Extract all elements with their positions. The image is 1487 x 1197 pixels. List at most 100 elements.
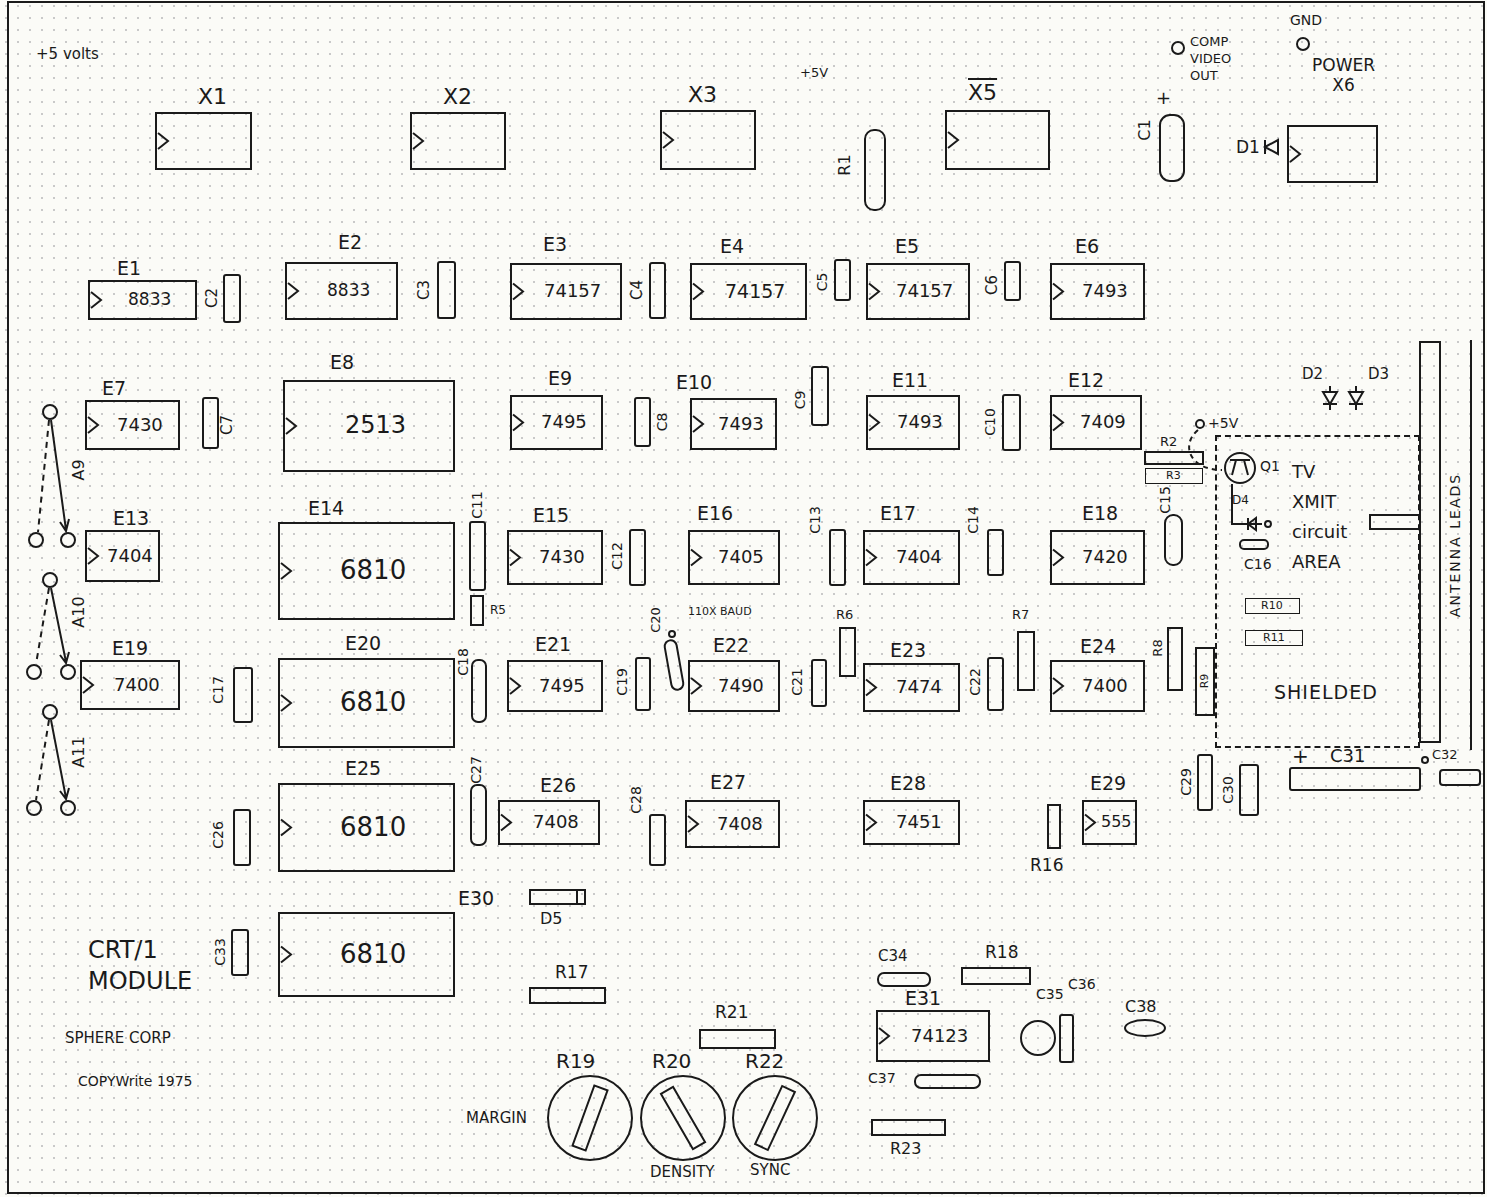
part-label: R1 [836, 154, 854, 175]
part-label: SYNC [750, 1162, 790, 1179]
jumper-pad [61, 801, 75, 815]
capacitor-body [1160, 115, 1184, 181]
resistor-body [1168, 628, 1182, 690]
resistor-body [1145, 452, 1203, 464]
pin1-notch-line [286, 418, 296, 434]
pin1-notch [157, 114, 171, 172]
jumper-wire [51, 720, 69, 799]
part-label: R17 [555, 963, 588, 983]
part-label: + [1156, 88, 1171, 109]
chip-type: 6810 [340, 940, 406, 970]
resistor-body [865, 130, 885, 210]
pin1-notch [512, 397, 526, 452]
chip-ref: E23 [890, 640, 926, 662]
pin1-notch [868, 397, 882, 452]
connector-block: X2 [410, 112, 506, 170]
capacitor-body [988, 530, 1003, 575]
part-label: C12 [609, 542, 625, 570]
resistor-box: R3 [1145, 468, 1203, 484]
terminal-pad [1297, 38, 1309, 50]
pin1-notch-line [866, 550, 876, 566]
connector-block: X1 [155, 112, 252, 170]
pin1-notch-line [281, 563, 291, 579]
pin1-notch [692, 400, 706, 452]
block-label: X3 [688, 82, 717, 107]
part-label: C22 [967, 668, 983, 696]
pin1-notch-line [693, 284, 703, 300]
resistor-body [1018, 632, 1034, 690]
pin1-notch [87, 532, 101, 584]
part-label: C17 [210, 676, 226, 704]
part-label: R2 [1160, 435, 1177, 450]
chip-ref: E10 [676, 372, 712, 394]
ic-chip: E97495 [510, 395, 603, 450]
chip-ref: E3 [543, 234, 567, 256]
capacitor-body [635, 398, 650, 446]
capacitor-body [438, 262, 455, 318]
chip-ref: E25 [345, 758, 381, 780]
chip-type: 2513 [345, 412, 406, 440]
capacitor-body [471, 785, 486, 845]
capacitor-body [1290, 768, 1420, 790]
jumper-option [36, 588, 49, 664]
part-label: C31 [1330, 746, 1365, 767]
diode-band [576, 890, 578, 904]
pin1-notch-line [1053, 284, 1063, 300]
jumper-pad [43, 705, 57, 719]
area-label: SHIELDED [1274, 682, 1378, 704]
supply-pad [1196, 420, 1204, 428]
resistor-body [471, 596, 483, 625]
jumper-pad [61, 665, 75, 679]
pin1-notch [1052, 397, 1066, 452]
chip-ref: E9 [548, 368, 572, 390]
capacitor-body [1060, 1015, 1073, 1062]
diode-symbol [1349, 386, 1363, 410]
ic-chip: E77430 [85, 400, 180, 450]
diode-symbol [1323, 386, 1337, 410]
pin1-notch-line [88, 548, 98, 564]
ic-chip: E287451 [863, 800, 960, 845]
chip-ref: E13 [113, 508, 149, 530]
chip-type: 7420 [1082, 547, 1128, 568]
ic-chip: E187420 [1050, 530, 1145, 585]
capacitor-body [650, 263, 665, 318]
jumper-pad [29, 533, 43, 547]
resistor-body [1196, 648, 1214, 715]
pin1-notch [692, 265, 706, 322]
pin1-notch-line [688, 816, 698, 832]
pin1-notch-line [91, 292, 101, 308]
chip-type: 8833 [128, 290, 171, 310]
pin1-notch [878, 1012, 892, 1064]
resistor-box: R11 [1245, 630, 1303, 646]
pin1-notch [412, 114, 426, 172]
ic-chip: E374157 [510, 263, 622, 320]
part-label: C34 [878, 948, 908, 965]
pin1-notch-line [83, 677, 93, 693]
capacitor-body [1240, 765, 1258, 815]
antenna-bar [1370, 515, 1420, 529]
ic-chip: E227490 [688, 660, 780, 712]
capacitor-body [1165, 515, 1182, 565]
capacitor-body [630, 530, 645, 585]
part-label: 110X BAUD [688, 606, 752, 619]
chip-type: 6810 [340, 813, 406, 843]
potentiometers [548, 1076, 817, 1160]
pin1-notch-line [281, 820, 291, 836]
capacitor-body [1005, 262, 1020, 300]
connector-block: X3 [660, 110, 756, 170]
part-label: SPHERE CORP [65, 1030, 171, 1047]
ic-chip: E67493 [1050, 263, 1145, 320]
part-label: COPYWrite 1975 [78, 1073, 193, 1089]
pot-body [548, 1076, 632, 1160]
capacitor-body [203, 398, 218, 448]
chip-type: 555 [1101, 813, 1132, 831]
chip-ref: E22 [713, 635, 749, 657]
pin1-notch-line [281, 947, 291, 963]
capacitor-pad [669, 631, 675, 637]
pin1-notch-line [663, 132, 673, 148]
part-label: C29 [1178, 768, 1194, 796]
part-label: C33 [212, 938, 228, 966]
ic-chip: E277408 [685, 800, 780, 848]
chip-ref: E7 [102, 378, 126, 400]
ic-chip: E82513 [283, 380, 455, 472]
